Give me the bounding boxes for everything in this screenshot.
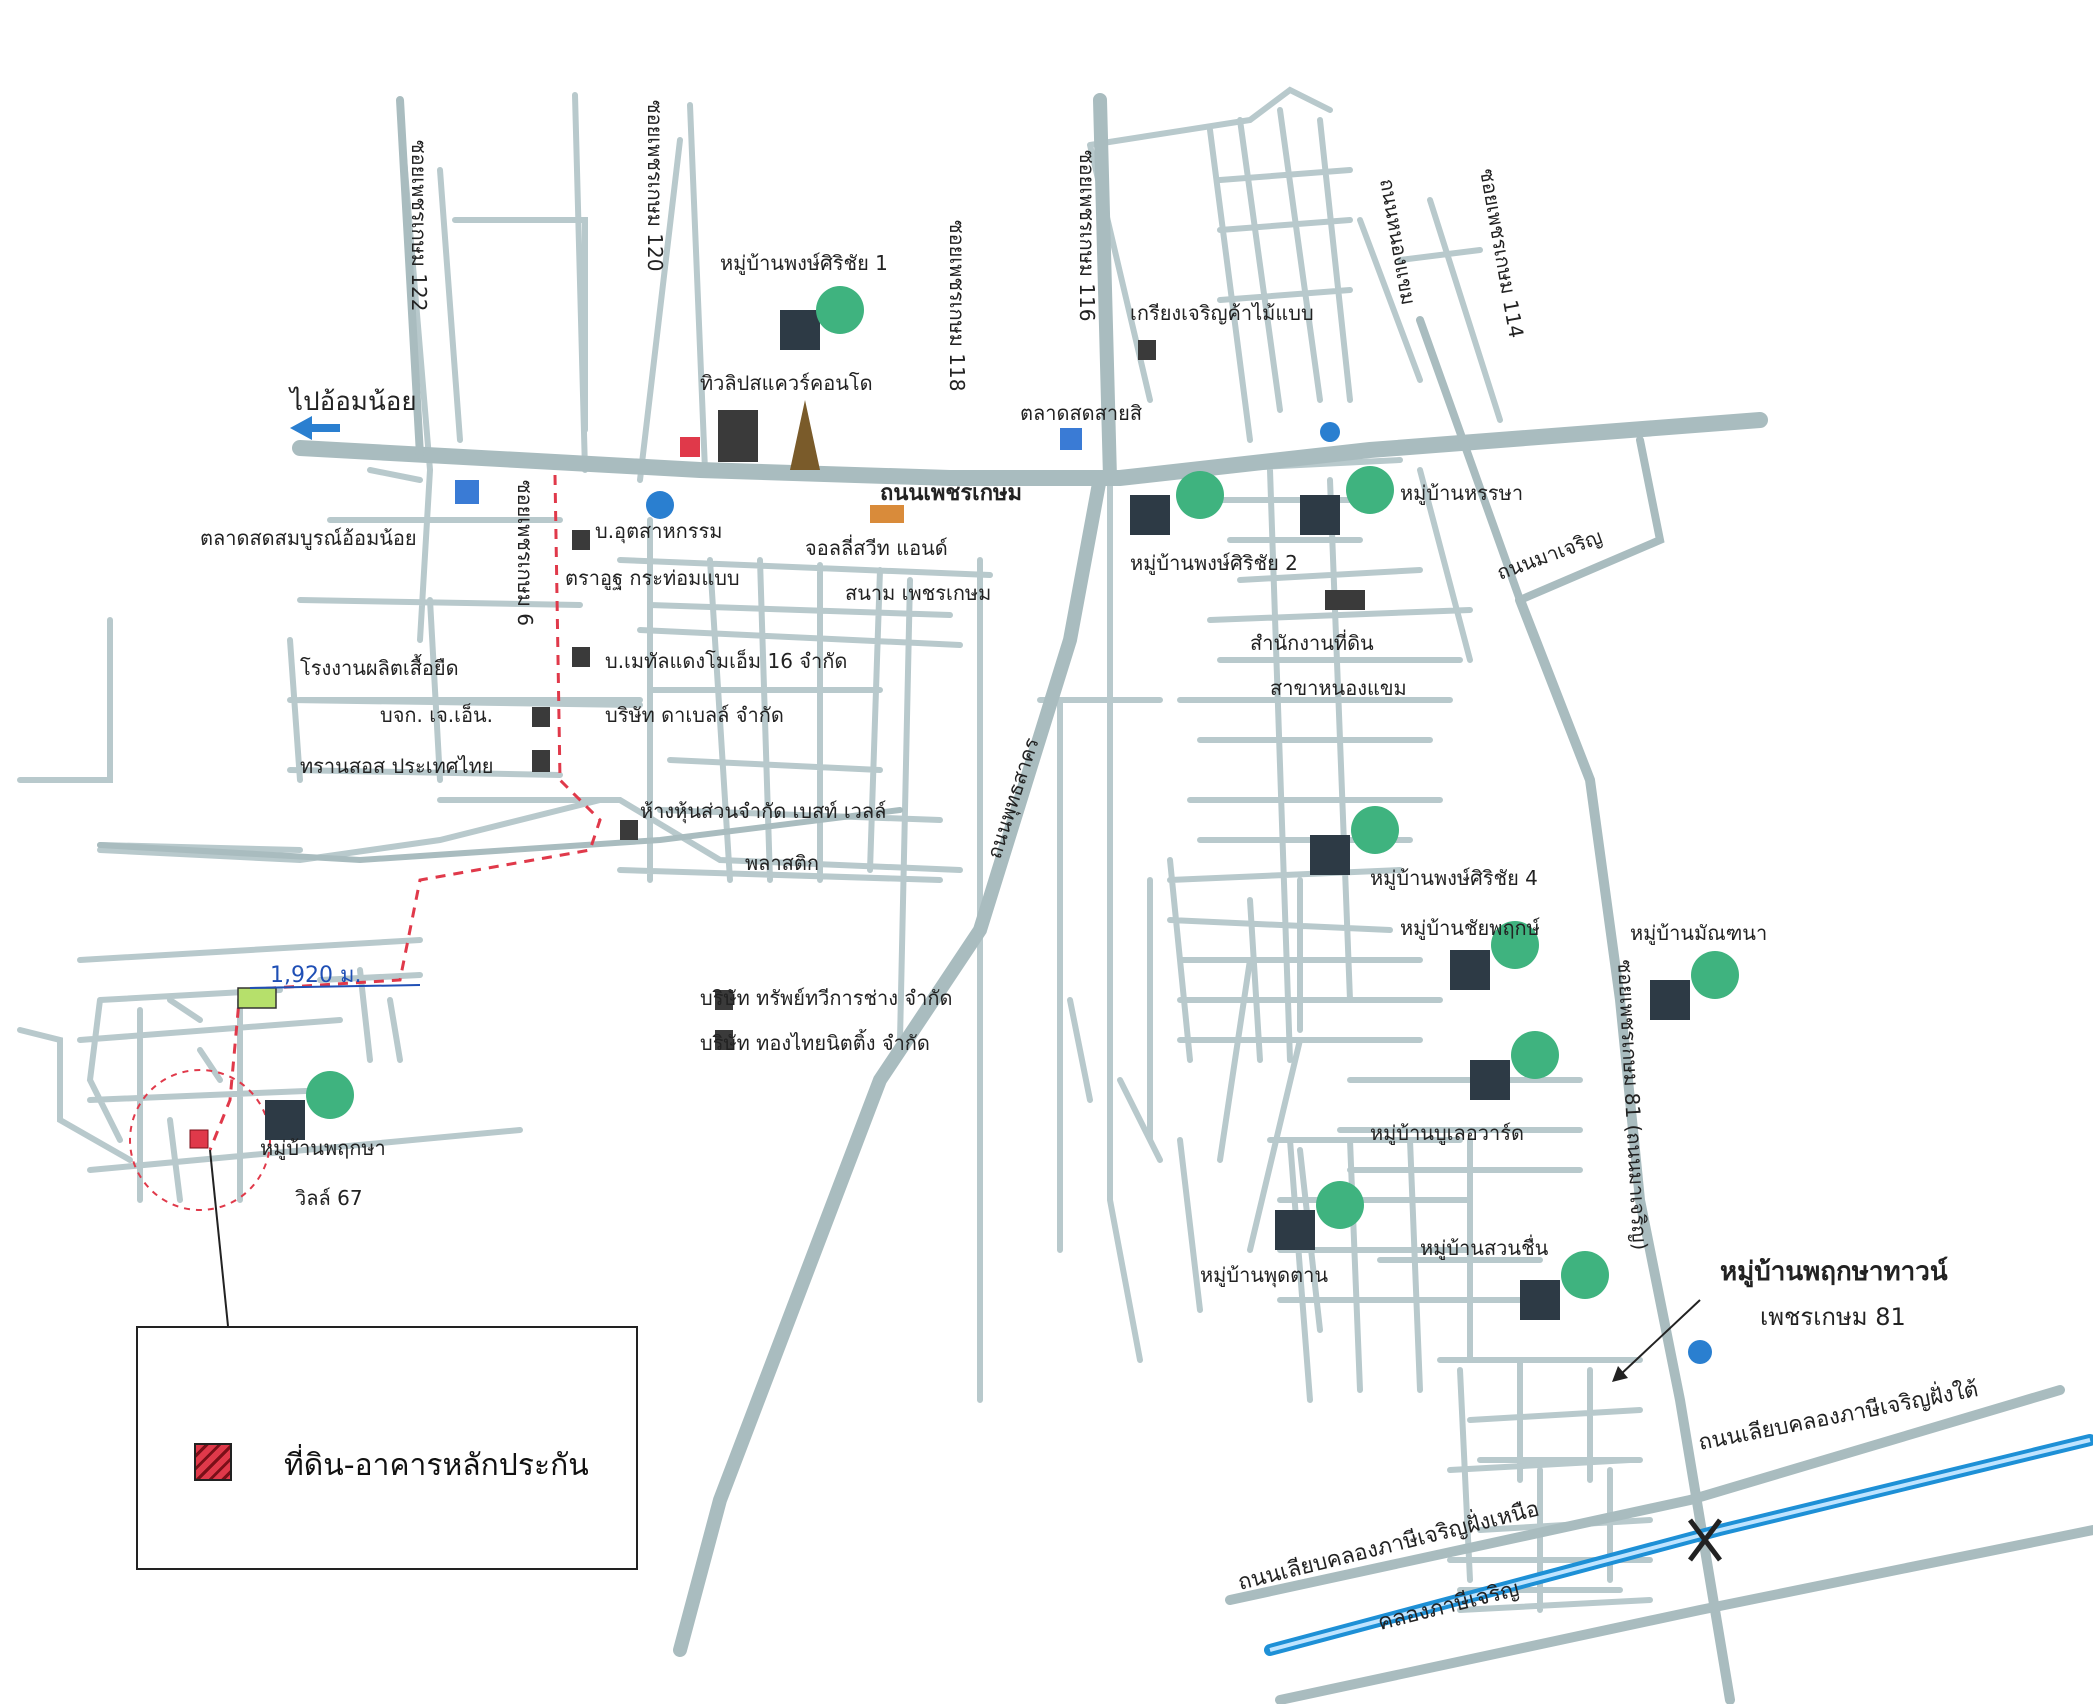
- building-icon: [620, 820, 638, 840]
- legend-swatch-collateral: [194, 1443, 232, 1481]
- major-roads: [97, 93, 2093, 1704]
- label-korbanc: เกรียงเจริญค้าไม้แบบ: [1130, 301, 1314, 325]
- canal-north-road: [1225, 1385, 2065, 1605]
- label-plastic: พลาสติก: [745, 851, 819, 875]
- label-bak: สนาม เพชรเกษม: [845, 581, 991, 605]
- label-phruksa-town: หมู่บ้านพฤกษาทาวน์: [1720, 1256, 1948, 1288]
- building-icon: [532, 707, 550, 727]
- gas-station-icon: [1688, 1340, 1712, 1364]
- label-soi-81: ซอยเพชรเกษม 81 (ถนนมาเจริญ): [1613, 959, 1652, 1251]
- label-condo: ทิวลิปสแควร์คอนโด: [700, 371, 873, 395]
- label-canal-south: ถนนเลียบคลองภาษีเจริญฝั่งใต้: [1696, 1373, 1981, 1456]
- label-partnership: ห้างหุ้นส่วนจำกัด เบสท์ เวลล์: [640, 799, 886, 824]
- temple-icon: [790, 400, 820, 470]
- label-nongkhaem: ถนนหนองแขม: [1375, 177, 1421, 307]
- building-icon: [718, 410, 758, 462]
- village-icon: [780, 286, 864, 350]
- subject-marker: [189, 1129, 209, 1149]
- building-icons: [455, 340, 1722, 1562]
- building-icon: [1138, 340, 1156, 360]
- building-icon: [715, 1030, 733, 1050]
- green-parcel: [237, 987, 277, 1009]
- left-long-road: [97, 807, 903, 864]
- distance-label: 1,920 ม.: [270, 963, 361, 988]
- label-soi-6: ซอยเพชรเกษม 6: [513, 480, 537, 626]
- label-sap: บริษัท ทรัพย์ทวีการช่าง จำกัด: [700, 986, 952, 1010]
- village-icon: [1275, 1181, 1364, 1250]
- hospital-icon: [646, 491, 674, 519]
- label-sara: ตราอูฐ กระท่อมแบบ: [565, 566, 740, 591]
- label-soi-116: ซอยเพชรเกษม 116: [1075, 150, 1099, 321]
- label-chaiyaphruek: หมู่บ้านชัยพฤกษ์: [1400, 916, 1540, 941]
- soi-122-road: [396, 96, 424, 459]
- label-land-office: สำนักงานที่ดิน: [1250, 629, 1374, 655]
- label-jonnie: จอลลี่สวีท แอนด์: [805, 534, 948, 560]
- label-buengwarn: หมู่บ้านบูเลอวาร์ด: [1370, 1121, 1524, 1146]
- label-udom: บ.อุตสาหกรรม: [595, 519, 722, 544]
- village-icon: [1470, 1031, 1559, 1100]
- label-pudtan: หมู่บ้านพุดตาน: [1200, 1263, 1328, 1288]
- label-to-om-noi: ไปอ้อมน้อย: [288, 386, 417, 417]
- phetkasem-road: [292, 412, 1768, 486]
- callout-line: [209, 1149, 229, 1327]
- label-villa67: วิลล์ 67: [295, 1186, 363, 1210]
- legend: ที่ดิน-อาคารหลักประกัน: [136, 1326, 638, 1570]
- label-mettal: บ.เมทัลแดงโมเอ็ม 16 จำกัด: [605, 648, 847, 673]
- label-pongsiri-3: หมู่บ้านพงษ์ศิริชัย 4: [1370, 866, 1538, 891]
- label-pongsiri-2: หมู่บ้านพงษ์ศิริชัย 2: [1130, 551, 1298, 576]
- village-icon: [1450, 921, 1539, 990]
- building-icon: [1325, 590, 1365, 610]
- building-icon: [715, 990, 733, 1010]
- label-phruksa-villa: หมู่บ้านพฤกษา: [260, 1136, 386, 1161]
- label-soi-120: ซอยเพชรเกษม 120: [643, 100, 667, 271]
- label-soi-122: ซอยเพชรเกษม 122: [407, 140, 431, 311]
- label-pongsiri-1: หมู่บ้านพงษ์ศิริชัย 1: [720, 251, 888, 276]
- label-talad-sai: ตลาดสดสายสิ: [1020, 401, 1142, 425]
- building-icon: [572, 530, 590, 550]
- label-company-blue: บริษัท ดาเบลล์ จำกัด: [605, 703, 784, 727]
- soi-116-road: [1093, 93, 1117, 485]
- label-bkj: บจก. เจ.เอ็น.: [380, 702, 493, 727]
- legend-label: ที่ดิน-อาคารหลักประกัน: [284, 1448, 589, 1483]
- village-icon: [265, 1071, 354, 1140]
- minor-streets: [17, 86, 1653, 1613]
- building-icon: [532, 750, 550, 772]
- label-thongthai: บริษัท ทองไทยนิตติ้ง จำกัด: [700, 1029, 930, 1055]
- gas-station-icon: [1320, 422, 1340, 442]
- label-shirt-factory: โรงงานผลิตเสื้อยืด: [300, 654, 459, 680]
- callout-arrow: [1619, 1299, 1701, 1376]
- label-machareon: ถนนมาเจริญ: [1494, 524, 1606, 584]
- machareon-upper: [1416, 316, 1665, 604]
- label-canal: คลองภาษีเจริญ: [1375, 1577, 1521, 1636]
- village-icons: [265, 286, 1739, 1320]
- machareon-road: [1515, 595, 1735, 1704]
- village-icon: [1300, 466, 1394, 535]
- label-boknarin: หมู่บ้านหรรษา: [1400, 481, 1523, 506]
- label-suanchuen: หมู่บ้านสวนชื่น: [1420, 1234, 1549, 1261]
- village-icon: [1650, 951, 1739, 1020]
- village-icon: [1310, 806, 1399, 875]
- label-soi-118: ซอยเพชรเกษม 118: [945, 220, 969, 391]
- label-manthana: หมู่บ้านมัณฑนา: [1630, 921, 1767, 946]
- village-icon: [1130, 471, 1224, 535]
- label-talad-om: ตลาดสดสมบูรณ์อ้อมน้อย: [200, 526, 417, 551]
- market-icon: [1060, 428, 1082, 450]
- building-icon: [572, 647, 590, 667]
- route-path: [208, 474, 602, 1151]
- canal-south-road: [1275, 1525, 2093, 1704]
- building-icon: [870, 505, 904, 523]
- label-transport: ทรานสอส ประเทศไทย: [300, 754, 493, 778]
- bridge-icon: [1688, 1518, 1722, 1562]
- phutthasakhon-road: [673, 471, 1107, 1657]
- label-land-office-2: สาขาหนองแขม: [1270, 676, 1407, 700]
- hospital-icon: [680, 437, 700, 457]
- label-phetkasem: ถนนเพชรเกษม: [880, 481, 1022, 506]
- market-icon: [455, 480, 479, 504]
- label-phetkasem81: เพชรเกษม 81: [1760, 1303, 1906, 1331]
- label-soi-114: ซอยเพชรเกษม 114: [1475, 167, 1528, 340]
- arrow-left-icon: [290, 416, 340, 440]
- village-icon: [1520, 1251, 1609, 1320]
